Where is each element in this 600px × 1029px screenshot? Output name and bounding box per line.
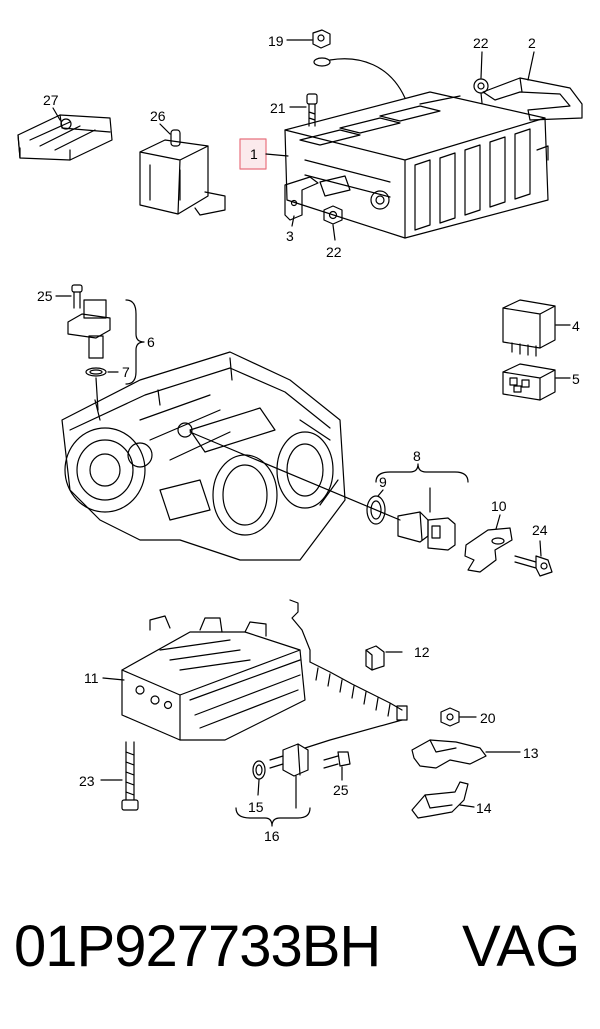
callout-22-lower: 22: [326, 244, 342, 260]
part-14-bracket-drawing: [411, 781, 469, 819]
part-22-upper-bolt-drawing: [473, 78, 489, 104]
callout-21: 21: [270, 100, 286, 116]
brace-8: [375, 463, 469, 483]
part-number: 01P927733BH: [14, 914, 381, 979]
part-20-nut-drawing: [440, 707, 460, 727]
wiring-harness-drawing: [289, 599, 408, 749]
callout-10: 10: [491, 498, 507, 514]
callout-9: 9: [379, 474, 387, 490]
brand-label: VAG: [462, 914, 581, 979]
callout-25-lower: 25: [333, 782, 349, 798]
part-25-lower-bolt-drawing: [323, 751, 351, 769]
part-2-mounting-bracket-drawing: [482, 77, 583, 121]
callout-27: 27: [43, 92, 59, 108]
callout-22-upper: 22: [473, 35, 489, 51]
part-13-bracket-drawing: [411, 739, 487, 769]
leader-line-26: [159, 123, 171, 135]
part-4-relay-drawing: [502, 299, 556, 357]
callout-7: 7: [122, 364, 130, 380]
callout-20: 20: [480, 710, 496, 726]
part-6-speed-sensor-drawing: [67, 299, 111, 359]
leader-line-11: [102, 677, 125, 681]
callout-11: 11: [84, 670, 99, 686]
part-27-bracket-drawing: [17, 114, 113, 161]
part-26-actuator-drawing: [139, 129, 226, 216]
part-21-bolt-drawing: [306, 93, 318, 127]
part-16-sender-drawing: [269, 743, 309, 777]
brace-6: [125, 299, 145, 385]
leader-line-22-upper: [480, 51, 483, 79]
part-12-clip-drawing: [365, 645, 385, 671]
leader-line-3: [291, 215, 295, 227]
part-1-control-unit-drawing: [284, 91, 549, 239]
callout-26: 26: [150, 108, 166, 124]
callout-15: 15: [248, 799, 264, 815]
callout-13: 13: [523, 745, 539, 761]
leader-line-10: [495, 514, 501, 530]
callout-24: 24: [532, 522, 548, 538]
part-22-lower-nut-drawing: [323, 205, 343, 225]
callout-12: 12: [414, 644, 430, 660]
callout-8: 8: [413, 448, 421, 464]
brace-16: [235, 807, 311, 827]
leader-line-15: [257, 779, 260, 796]
part-25-upper-bolt-drawing: [71, 284, 83, 309]
callout-2: 2: [528, 35, 536, 51]
callout-23: 23: [79, 773, 95, 789]
callout-6: 6: [147, 334, 155, 350]
leader-line-14: [459, 804, 475, 808]
part-5-relay-socket-drawing: [502, 363, 556, 401]
part-11-valve-body-drawing: [121, 615, 306, 741]
leader-line-24: [539, 540, 542, 557]
leader-line-22-lower: [332, 224, 336, 241]
exploded-parts-diagram: [17, 29, 583, 827]
callout-5: 5: [572, 371, 580, 387]
leader-line-9: [377, 489, 384, 497]
callout-25-upper: 25: [37, 288, 53, 304]
leader-line-2: [527, 51, 535, 81]
callout-19: 19: [268, 33, 284, 49]
leader-line-sensor-8-axis: [189, 431, 401, 521]
leader-line-sensor-to-housing: [95, 377, 99, 411]
part-19-ground-nut-drawing: [312, 29, 406, 99]
callout-1: 1: [250, 146, 258, 162]
callout-4: 4: [572, 318, 580, 334]
callout-16: 16: [264, 828, 280, 844]
callout-14: 14: [476, 800, 492, 816]
part-8-sensor-drawing: [397, 511, 456, 551]
part-10-shift-fork-drawing: [464, 527, 513, 573]
leader-line-1: [265, 153, 289, 157]
part-24-bolt-drawing: [514, 555, 553, 577]
part-23-bolt-drawing: [121, 741, 139, 811]
part-9-o-ring-drawing: [366, 495, 386, 525]
leader-line-27: [52, 107, 61, 121]
part-15-sealing-ring-drawing: [252, 760, 266, 780]
callout-3: 3: [286, 228, 294, 244]
part-7-o-ring-drawing: [85, 367, 107, 377]
part-3-bracket-drawing: [284, 176, 319, 221]
gearbox-housing-drawing: [61, 351, 346, 561]
